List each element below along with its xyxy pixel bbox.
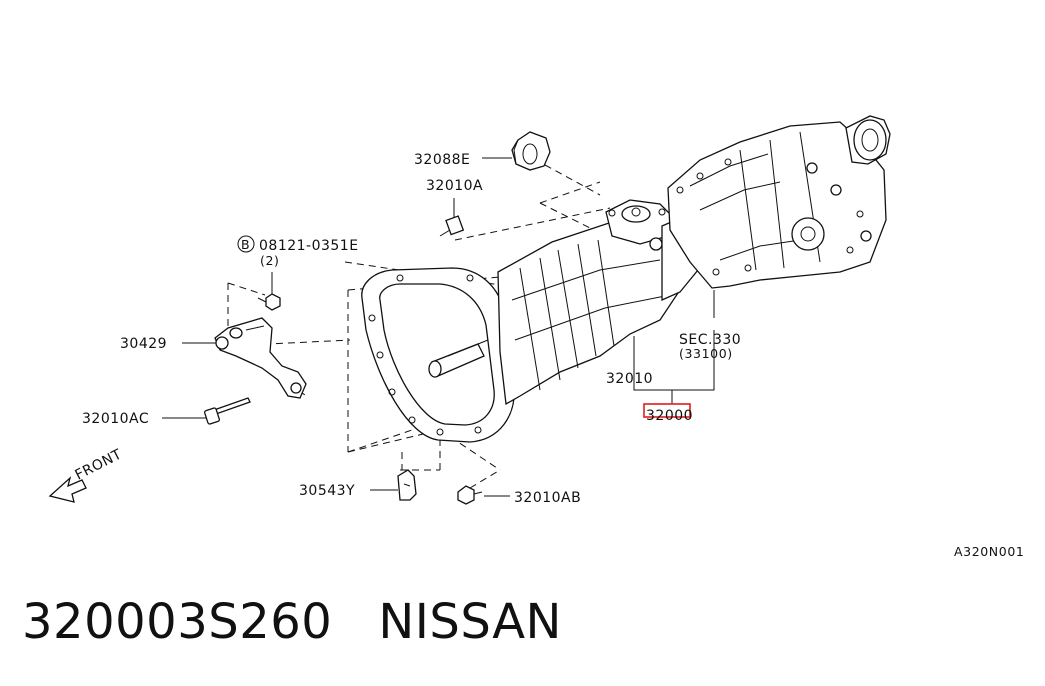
brand-name: NISSAN xyxy=(378,594,562,650)
label-30543Y: 30543Y xyxy=(299,483,355,499)
part-caption: 320003S260 NISSAN xyxy=(22,594,562,650)
circled-b-icon xyxy=(237,235,255,253)
transmission-assembly xyxy=(361,199,722,443)
front-arrow-icon xyxy=(48,476,87,503)
label-32088E: 32088E xyxy=(414,152,470,168)
label-bolt-qty: (2) xyxy=(260,253,280,268)
label-32010AC: 32010AC xyxy=(82,411,149,427)
label-front: FRONT xyxy=(73,446,125,483)
circled-b-letter: B xyxy=(241,237,250,252)
leader-lines xyxy=(162,157,715,497)
label-30429: 30429 xyxy=(120,336,167,352)
label-32000: 32000 xyxy=(646,408,693,424)
part-32010AC-bolt xyxy=(204,397,251,425)
label-32010: 32010 xyxy=(606,371,653,387)
part-32010A-bolt xyxy=(439,215,465,237)
highlight-box xyxy=(643,403,691,418)
label-32010AB: 32010AB xyxy=(514,490,581,506)
part-32010AB-bolt xyxy=(457,485,483,505)
label-sec-330: SEC.330 xyxy=(679,332,741,348)
label-sec-ref: (33100) xyxy=(679,346,733,361)
label-08121-0351E: 08121-0351E xyxy=(259,238,359,254)
part-32088E-mount xyxy=(511,131,551,171)
transfer-case xyxy=(667,115,891,289)
part-number: 320003S260 xyxy=(22,594,333,650)
label-drawing-code: A320N001 xyxy=(954,544,1024,559)
part-08121-0351E-bolt xyxy=(257,293,281,311)
label-32010A: 32010A xyxy=(426,178,483,194)
part-30429-bracket xyxy=(214,317,307,399)
part-30543Y-clip xyxy=(397,469,417,501)
